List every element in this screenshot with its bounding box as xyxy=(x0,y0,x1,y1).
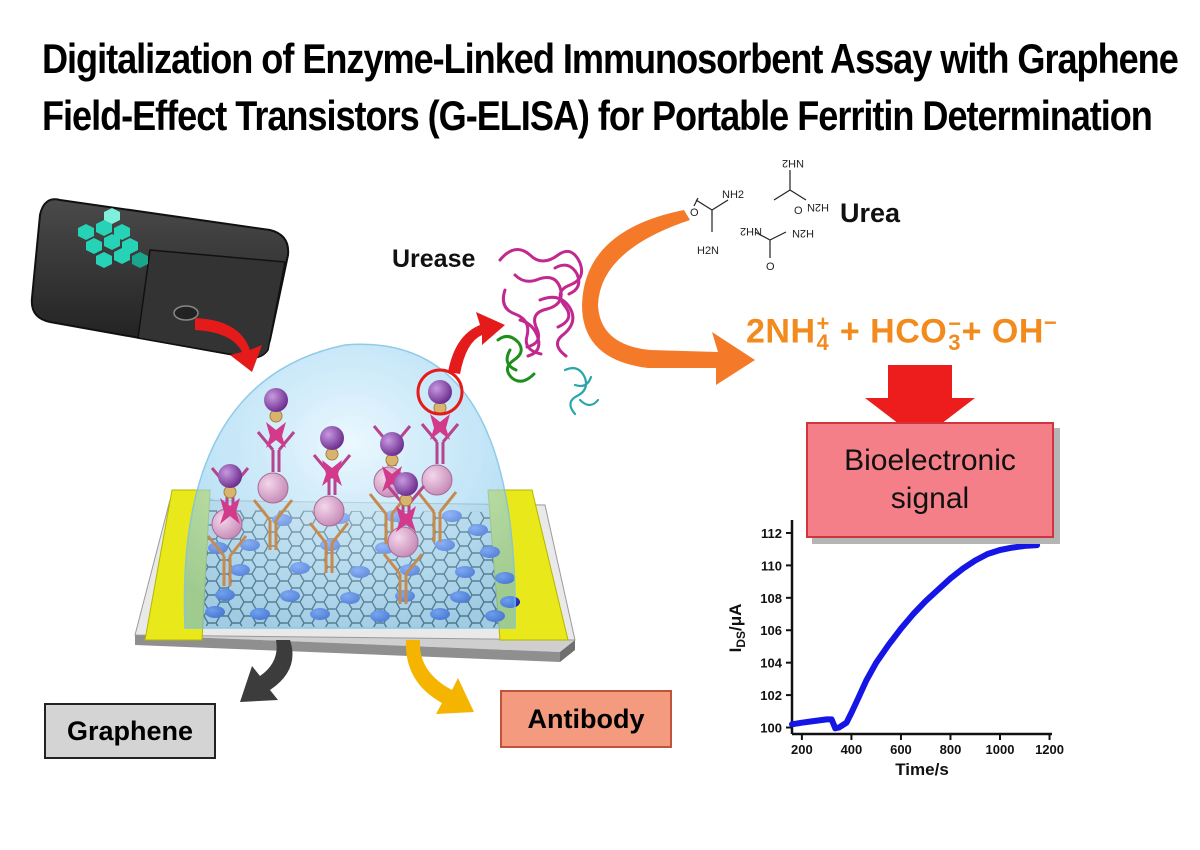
portable-device xyxy=(30,198,290,359)
chart-y-tick-label: 108 xyxy=(760,591,782,606)
urea-to-products-arrow-icon xyxy=(582,210,755,385)
chart-x-tick-label: 600 xyxy=(890,742,912,757)
antibody-sandwich xyxy=(382,472,426,604)
antibody-pointer-arrow-icon xyxy=(405,640,474,714)
led-hexagon-icon xyxy=(78,208,148,268)
urea-atom-label: H2N xyxy=(807,201,829,213)
antibody-sandwich xyxy=(252,388,296,550)
title-line-1: Digitalization of Enzyme-Linked Immunoso… xyxy=(42,35,1179,82)
title-line-2: Field-Effect Transistors (G-ELISA) for P… xyxy=(42,92,1153,139)
urea-molecules-icon xyxy=(693,170,807,258)
urease-protein-icon xyxy=(496,248,600,416)
device-port-icon xyxy=(173,305,199,321)
chart-y-axis-label: IDS/μA xyxy=(726,604,748,653)
urea-atom-label: NH2 xyxy=(782,157,804,169)
reaction-equation: 2NH+4 + HCO−3+ OH− xyxy=(746,310,1058,356)
chart-y-tick-label: 104 xyxy=(760,656,782,671)
highlight-circle xyxy=(416,368,464,416)
urea-atom-label: O xyxy=(766,261,775,273)
to-urease-arrow-icon xyxy=(448,312,505,374)
chart-series-line xyxy=(789,542,1041,732)
current-time-chart: 200 400 600 800 1000 1200 100 102 104 106 108 110 1… xyxy=(726,520,1064,779)
antibody-sandwich xyxy=(308,426,352,573)
antibody-stack-group xyxy=(206,380,460,604)
urea-atom-label: H2N xyxy=(792,227,814,239)
graphene-label-box: Graphene xyxy=(44,703,216,759)
chart-y-tick-label: 106 xyxy=(760,623,782,638)
to-signal-arrow-icon xyxy=(865,365,975,440)
chart-y-tick-label: 110 xyxy=(761,558,782,573)
urea-atom-label: O xyxy=(794,205,803,217)
antibody-label-box: Antibody xyxy=(500,690,672,748)
urea-atom-label: H2N xyxy=(697,245,719,257)
urease-label: Urease xyxy=(392,245,476,273)
chart-x-axis-label: Time/s xyxy=(895,760,949,779)
antibody-sandwich xyxy=(416,380,460,542)
chart-x-tick-label: 1000 xyxy=(986,742,1015,757)
chart-y-tick-label: 102 xyxy=(760,688,782,703)
chart-y-tick-label: 112 xyxy=(761,526,782,541)
bioelectronic-signal-box: Bioelectronic signal xyxy=(806,422,1054,538)
urea-label: Urea xyxy=(840,198,901,228)
chart-x-tick-label: 200 xyxy=(791,742,813,757)
page-title: Digitalization of Enzyme-Linked Immunoso… xyxy=(42,30,1179,144)
signal-label-line-2: signal xyxy=(890,482,970,515)
device-to-chip-arrow-icon xyxy=(195,318,262,372)
chart-x-tick-label: 800 xyxy=(940,742,962,757)
urea-atom-label: NH2 xyxy=(740,225,762,237)
liquid-dome xyxy=(183,343,516,629)
urea-atom-label: O xyxy=(690,207,699,219)
chart-y-tick-label: 100 xyxy=(760,721,782,736)
chart-x-tick-label: 1200 xyxy=(1035,742,1064,757)
chart-x-tick-label: 400 xyxy=(841,742,863,757)
graphene-pointer-arrow-icon xyxy=(240,640,293,702)
antibody-sandwich xyxy=(206,464,250,586)
signal-label-line-1: Bioelectronic xyxy=(844,444,1016,477)
urea-atom-label: NH2 xyxy=(722,189,744,201)
